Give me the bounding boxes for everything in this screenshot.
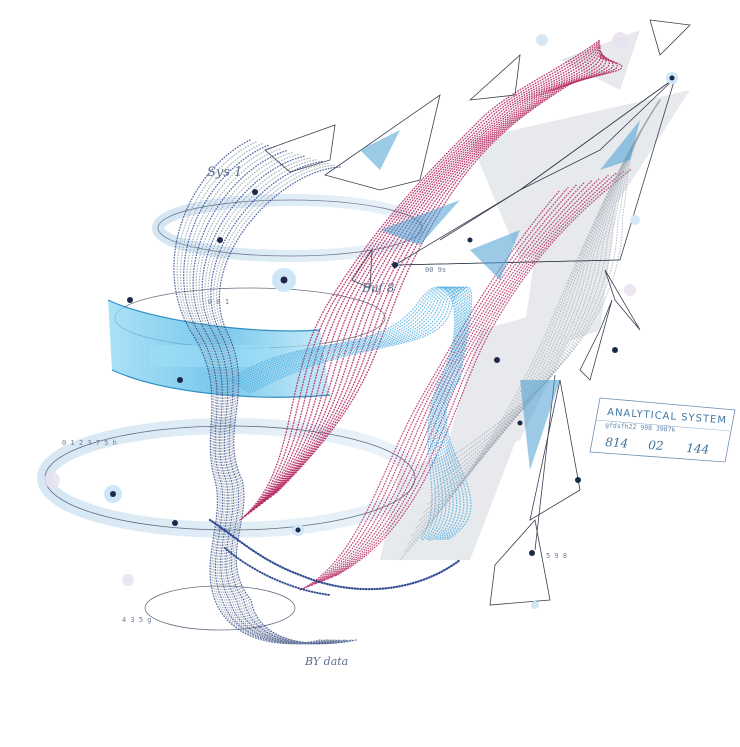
wave-strand [179,142,326,645]
wave-strand [201,155,343,645]
wave-strand [195,151,338,645]
wave-strand [238,286,463,541]
label-code-bottom-left: 4 3 5 g [122,616,152,624]
wave-strand [224,547,331,596]
wave-strand [272,56,618,496]
wave-strand [323,174,609,582]
label-code-ring: 0 0 1 [208,298,229,306]
wave-strand [213,162,352,645]
wave-strand [258,49,602,506]
wave-strand [443,99,661,473]
wave-strand [399,99,661,561]
wave-strand [186,146,331,645]
wave-strand [198,153,340,645]
wave-strand [192,150,336,645]
wave-strand [173,139,321,645]
wave-strand [267,53,610,500]
wave-strand [247,43,601,515]
panel-number-1: 814 [605,435,629,451]
panel-number-3: 144 [686,441,710,457]
wave-strand [253,46,601,511]
wave-strand [275,57,623,494]
label-data: BY data [304,655,348,668]
label-buf: Buf 8 [361,281,395,295]
wave-strand [242,40,601,519]
wave-strand [261,50,604,504]
wave-strand [243,286,467,541]
wave-strand [216,164,355,645]
wave-strand [331,170,625,578]
wave-strand [176,141,324,645]
wave-strand [234,286,460,541]
nodes [44,32,678,609]
wave-strand [335,167,633,577]
wave-strand [244,42,601,517]
wave-strand [250,44,601,513]
analytical-system-panel: ANALYTICAL SYSTEM gfdsfh22 998 3987k 814… [589,397,736,463]
wave-strand [236,286,461,541]
wave-strand [207,159,348,645]
wave-strand [189,148,333,645]
label-sys: Sys 1 [207,165,242,180]
wave-strand [241,286,466,541]
wave-strand [183,144,328,645]
label-code-right: 5 9 8 [546,552,567,560]
wave-strand [256,47,601,509]
label-code-left: 0 1 2 3 7 5 h [62,439,117,447]
wave-strand [270,54,614,498]
bottom-ring [144,585,296,631]
wave-strand [247,286,471,541]
wave-strand [240,286,464,541]
panel-number-2: 02 [648,438,664,453]
wave-strand [249,286,473,541]
label-code-top: 00 9s [425,266,446,274]
wave-strand [210,160,350,645]
wave-strand [303,186,569,590]
wireframe-shards [264,19,691,606]
wave-strand [264,51,607,502]
wave-strand [311,182,585,586]
blue-shards [360,120,640,470]
wave-strand [231,286,457,541]
annotations: Sys 1 Buf 8 BY data 00 9s 0 1 2 3 7 5 h … [62,165,567,668]
wave-strand [307,184,577,588]
wave-strand [239,39,601,521]
wave-strand [218,166,357,645]
wave-strand [208,518,462,591]
wave-strand [232,286,459,541]
